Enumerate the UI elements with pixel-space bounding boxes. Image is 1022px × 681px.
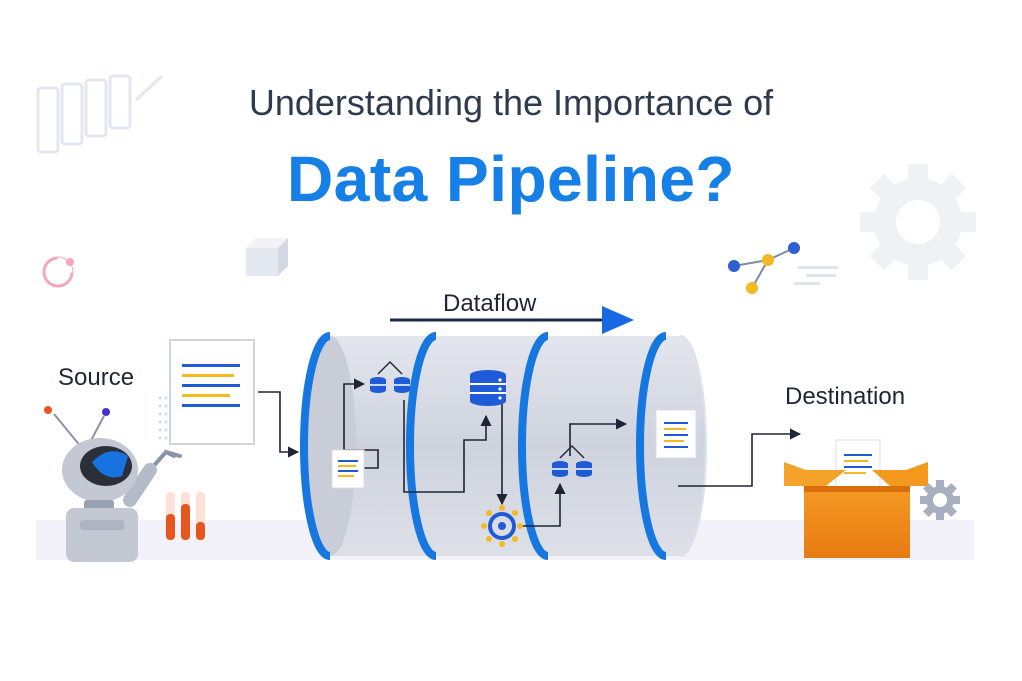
title-line-2: Data Pipeline? (0, 142, 1022, 216)
gear-icon (920, 480, 960, 520)
pipe-ring (518, 332, 549, 560)
destination-box-icon (784, 439, 928, 558)
cube-icon (246, 238, 288, 276)
pie-chart-icon (42, 256, 74, 288)
document-icon (331, 449, 365, 489)
source-document-icon (169, 339, 255, 445)
title-line-1: Understanding the Importance of (248, 82, 774, 123)
flow-connectors (258, 378, 802, 527)
pipe-ring (406, 332, 437, 560)
database-icon (370, 377, 386, 393)
dotted-pattern (158, 396, 168, 440)
dataflow-arrow (390, 306, 634, 334)
database-icon (576, 461, 592, 477)
dataflow-label: Dataflow (443, 290, 537, 317)
mini-bar-chart-icon (166, 492, 205, 540)
pipe-ring (636, 332, 667, 560)
robot-icon (44, 406, 182, 562)
pipeline-tube (300, 332, 707, 560)
database-icon (552, 461, 568, 477)
database-icon (394, 377, 410, 393)
server-outline-icon (36, 74, 164, 154)
database-stack-icon (470, 370, 506, 406)
document-icon (655, 409, 697, 459)
destination-label: Destination (785, 383, 906, 410)
source-label: Source (58, 364, 135, 391)
process-gear-icon (481, 505, 523, 547)
network-nodes-icon (728, 242, 838, 294)
